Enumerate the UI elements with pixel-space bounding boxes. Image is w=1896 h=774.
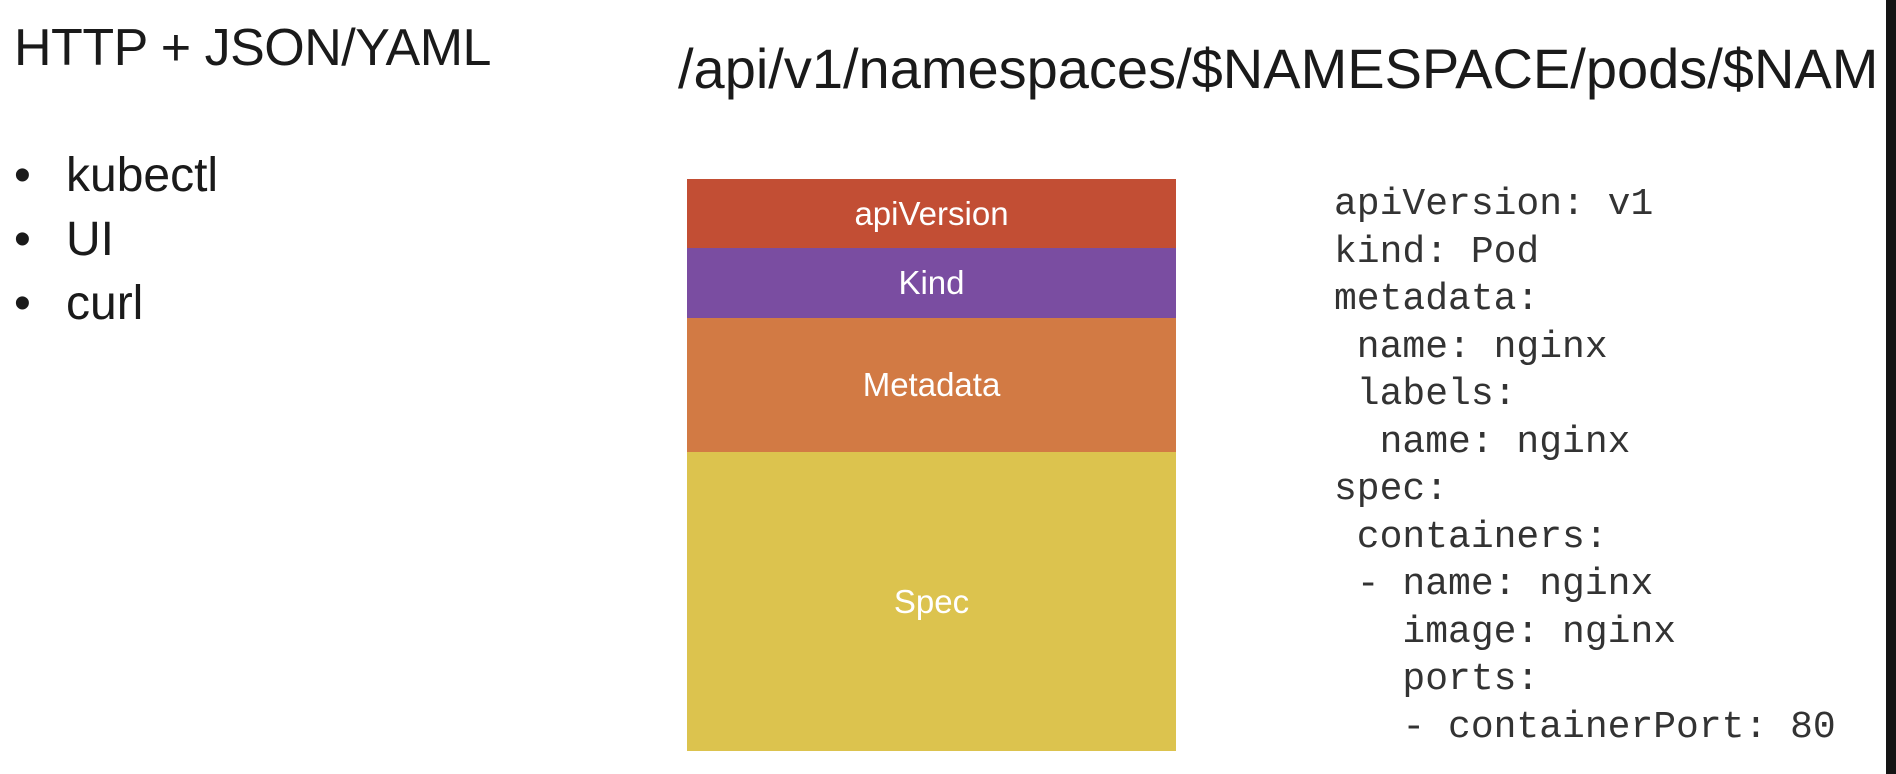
yaml-manifest: apiVersion: v1 kind: Pod metadata: name:… (1334, 181, 1836, 751)
yaml-line: labels: (1334, 373, 1517, 416)
yaml-line: apiVersion: v1 (1334, 183, 1654, 226)
bullet-icon: • (14, 213, 31, 266)
block-api-version: apiVersion (687, 179, 1176, 248)
bullet-item-kubectl: • kubectl (14, 144, 218, 208)
yaml-line: spec: (1334, 468, 1449, 511)
block-label: Spec (893, 582, 970, 620)
bullet-icon: • (14, 277, 31, 330)
yaml-line: metadata: (1334, 278, 1540, 321)
block-spec: Spec (687, 452, 1176, 751)
yaml-line: ports: (1334, 658, 1540, 701)
bullet-icon: • (14, 149, 31, 202)
yaml-line: - containerPort: 80 (1334, 705, 1836, 749)
client-bullet-list: • kubectl • UI • curl (14, 144, 218, 336)
block-kind: Kind (687, 248, 1176, 318)
yaml-line: name: nginx (1334, 325, 1608, 369)
yaml-line: name: nginx (1334, 420, 1631, 464)
bullet-item-curl: • curl (14, 272, 218, 336)
yaml-line: - name: nginx (1334, 563, 1654, 606)
api-endpoint-path: /api/v1/namespaces/$NAMESPACE/pods/$NAME (678, 37, 1878, 100)
bullet-label: curl (66, 277, 144, 330)
yaml-line: kind: Pod (1334, 230, 1540, 274)
object-structure-diagram: apiVersion Kind Metadata Spec (687, 179, 1176, 751)
block-label: Metadata (862, 366, 1001, 403)
bullet-label: UI (66, 213, 114, 266)
bullet-item-ui: • UI (14, 208, 218, 272)
block-label: apiVersion (854, 194, 1009, 232)
yaml-line: image: nginx (1334, 610, 1677, 654)
block-metadata: Metadata (687, 318, 1176, 452)
block-label: Kind (898, 264, 965, 301)
slide-title: HTTP + JSON/YAML (14, 19, 491, 77)
bullet-label: kubectl (66, 149, 219, 202)
window-edge-bar (1886, 0, 1896, 774)
yaml-line: containers: (1334, 515, 1608, 559)
